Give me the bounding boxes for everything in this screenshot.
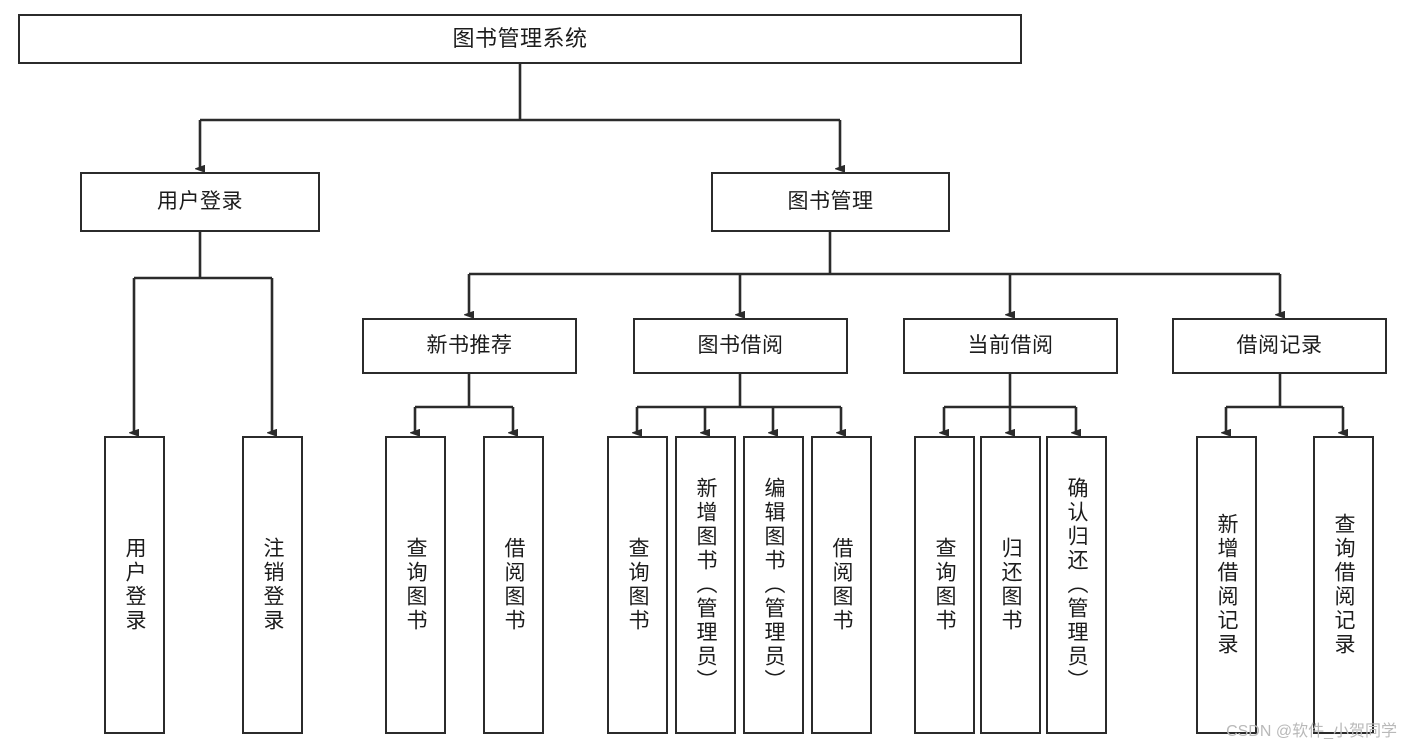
node-label: 编辑图书（管理员） bbox=[762, 477, 785, 693]
node-label: 图书管理 bbox=[787, 189, 874, 213]
leaf-records-query-record[interactable]: 查询借阅记录 bbox=[1313, 436, 1374, 734]
node-label: 查询图书 bbox=[626, 537, 649, 633]
leaf-borrow-add-book[interactable]: 新增图书（管理员） bbox=[675, 436, 736, 734]
leaf-borrow-query-book[interactable]: 查询图书 bbox=[607, 436, 668, 734]
node-label: 用户登录 bbox=[123, 537, 146, 633]
leaf-borrow-borrow-book[interactable]: 借阅图书 bbox=[811, 436, 872, 734]
node-label: 确认归还（管理员） bbox=[1065, 477, 1088, 693]
node-label: 借阅图书 bbox=[502, 537, 525, 633]
leaf-current-return-book[interactable]: 归还图书 bbox=[980, 436, 1041, 734]
node-label: 图书借阅 bbox=[697, 333, 784, 357]
node-label: 查询借阅记录 bbox=[1332, 513, 1355, 657]
leaf-records-add-record[interactable]: 新增借阅记录 bbox=[1196, 436, 1257, 734]
node-borrow-records[interactable]: 借阅记录 bbox=[1172, 318, 1387, 374]
node-label: 图书管理系统 bbox=[452, 26, 588, 52]
node-new-book-recommend[interactable]: 新书推荐 bbox=[362, 318, 577, 374]
node-user-login[interactable]: 用户登录 bbox=[80, 172, 320, 232]
node-book-borrow[interactable]: 图书借阅 bbox=[633, 318, 848, 374]
node-label: 借阅记录 bbox=[1236, 333, 1323, 357]
node-label: 用户登录 bbox=[157, 189, 243, 213]
node-label: 归还图书 bbox=[999, 537, 1022, 633]
node-label: 注销登录 bbox=[261, 537, 284, 633]
node-label: 当前借阅 bbox=[967, 333, 1054, 357]
node-root-system[interactable]: 图书管理系统 bbox=[18, 14, 1022, 64]
leaf-current-confirm-return[interactable]: 确认归还（管理员） bbox=[1046, 436, 1107, 734]
leaf-user-login-login[interactable]: 用户登录 bbox=[104, 436, 165, 734]
leaf-user-login-logout[interactable]: 注销登录 bbox=[242, 436, 303, 734]
node-book-manage[interactable]: 图书管理 bbox=[711, 172, 950, 232]
leaf-current-query-book[interactable]: 查询图书 bbox=[914, 436, 975, 734]
watermark-text: CSDN @软件_小贺同学 bbox=[1226, 723, 1397, 740]
node-label: 新增图书（管理员） bbox=[694, 477, 717, 693]
leaf-new-book-borrow[interactable]: 借阅图书 bbox=[483, 436, 544, 734]
node-label: 查询图书 bbox=[404, 537, 427, 633]
node-label: 借阅图书 bbox=[830, 537, 853, 633]
node-label: 新书推荐 bbox=[426, 333, 513, 357]
leaf-new-book-query[interactable]: 查询图书 bbox=[385, 436, 446, 734]
node-current-borrow[interactable]: 当前借阅 bbox=[903, 318, 1118, 374]
leaf-borrow-edit-book[interactable]: 编辑图书（管理员） bbox=[743, 436, 804, 734]
node-label: 新增借阅记录 bbox=[1215, 513, 1238, 657]
node-label: 查询图书 bbox=[933, 537, 956, 633]
